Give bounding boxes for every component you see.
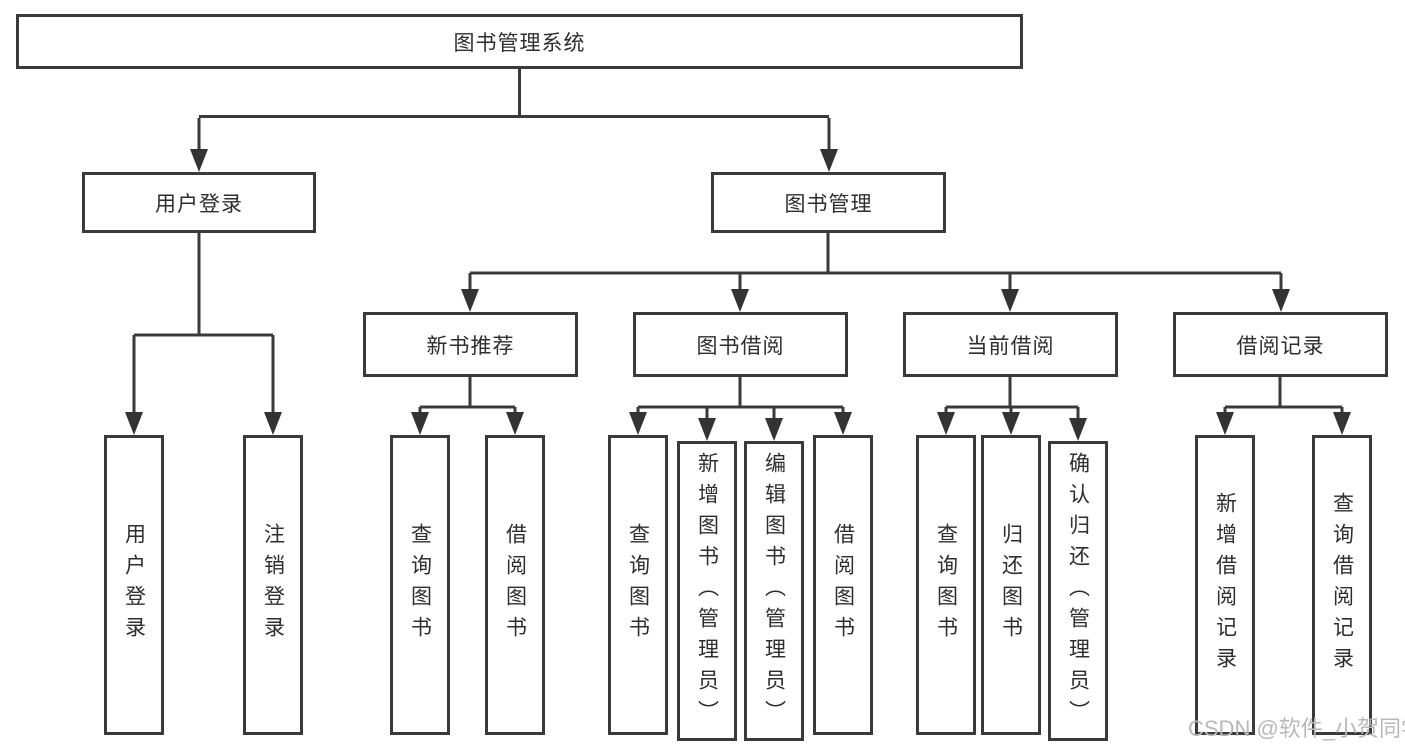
connector-borrow-to-leaves [629, 377, 852, 441]
connector-line [132, 233, 275, 414]
node-label: 图书借阅 [696, 334, 785, 358]
node-label: 新书推荐 [426, 334, 515, 358]
arrow-down-icon [629, 412, 647, 435]
node-label: 查询借阅记录 [1330, 492, 1354, 678]
node-root-system: 图书管理系统 [16, 14, 1023, 69]
node-label: 借阅图书 [831, 523, 855, 647]
arrow-down-icon [937, 412, 955, 435]
node-label: 新增图书（管理员） [695, 451, 719, 731]
node-label: 注销登录 [261, 523, 285, 647]
arrow-down-icon [506, 412, 524, 435]
connector-root-to-level2 [190, 69, 838, 172]
connector-line [197, 69, 831, 151]
arrow-down-icon [125, 412, 143, 435]
node-leaf-user-login: 用户登录 [104, 435, 164, 735]
node-label: 图书管理 [784, 192, 873, 216]
arrow-down-icon [765, 418, 783, 441]
node-leaf-confirm-return-admin: 确认归还（管理员） [1048, 441, 1108, 741]
node-leaf-query-books: 查询图书 [608, 435, 668, 735]
arrow-down-icon [411, 412, 429, 435]
connector-rec-to-leaves [411, 377, 524, 435]
node-current-borrow: 当前借阅 [903, 312, 1118, 377]
node-label: 借阅记录 [1236, 334, 1325, 358]
arrow-down-icon [698, 418, 716, 441]
arrow-down-icon [731, 289, 749, 312]
node-label: 用户登录 [155, 192, 243, 216]
connector-line [468, 233, 1283, 291]
node-label: 用户登录 [122, 523, 146, 647]
connector-line [1223, 377, 1344, 414]
node-new-book-recommend: 新书推荐 [363, 312, 578, 377]
node-leaf-return-books: 归还图书 [981, 435, 1041, 735]
node-leaf-add-books-admin: 新增图书（管理员） [677, 441, 737, 741]
node-label: 图书管理系统 [453, 31, 586, 55]
arrow-down-icon [461, 289, 479, 312]
node-label: 新增借阅记录 [1213, 492, 1237, 678]
node-leaf-query-borrow-record: 查询借阅记录 [1312, 435, 1372, 735]
node-leaf-query-books: 查询图书 [916, 435, 976, 735]
connector-records-to-leaves [1216, 377, 1351, 435]
node-leaf-logout: 注销登录 [243, 435, 303, 735]
arrow-down-icon [1216, 412, 1234, 435]
node-label: 归还图书 [999, 523, 1023, 647]
node-leaf-add-borrow-record: 新增借阅记录 [1195, 435, 1255, 735]
node-label: 查询图书 [934, 523, 958, 647]
arrow-down-icon [1333, 412, 1351, 435]
node-user-login: 用户登录 [82, 172, 316, 233]
arrow-down-icon [834, 412, 852, 435]
arrow-down-icon [1069, 418, 1087, 441]
connector-current-to-leaves [937, 377, 1087, 441]
node-leaf-query-books: 查询图书 [390, 435, 450, 735]
connector-login-to-leaves [125, 233, 282, 435]
arrow-down-icon [1272, 289, 1290, 312]
arrow-down-icon [820, 149, 838, 172]
node-label: 查询图书 [626, 523, 650, 647]
connector-line [418, 377, 517, 414]
arrow-down-icon [1002, 412, 1020, 435]
connector-mgmt-to-level3 [461, 233, 1290, 312]
node-leaf-edit-books-admin: 编辑图书（管理员） [744, 441, 804, 741]
node-book-borrow: 图书借阅 [633, 312, 848, 377]
node-borrow-records: 借阅记录 [1173, 312, 1388, 377]
node-label: 编辑图书（管理员） [762, 451, 786, 731]
arrow-down-icon [190, 149, 208, 172]
node-label: 当前借阅 [966, 334, 1055, 358]
node-label: 查询图书 [408, 523, 432, 647]
arrow-down-icon [264, 412, 282, 435]
node-leaf-borrow-books: 借阅图书 [485, 435, 545, 735]
node-label: 确认归还（管理员） [1066, 451, 1090, 731]
arrow-down-icon [1001, 289, 1019, 312]
node-leaf-borrow-books: 借阅图书 [813, 435, 873, 735]
connector-line [944, 377, 1080, 420]
node-label: 借阅图书 [503, 523, 527, 647]
node-book-management: 图书管理 [711, 172, 946, 233]
connector-line [636, 377, 845, 420]
